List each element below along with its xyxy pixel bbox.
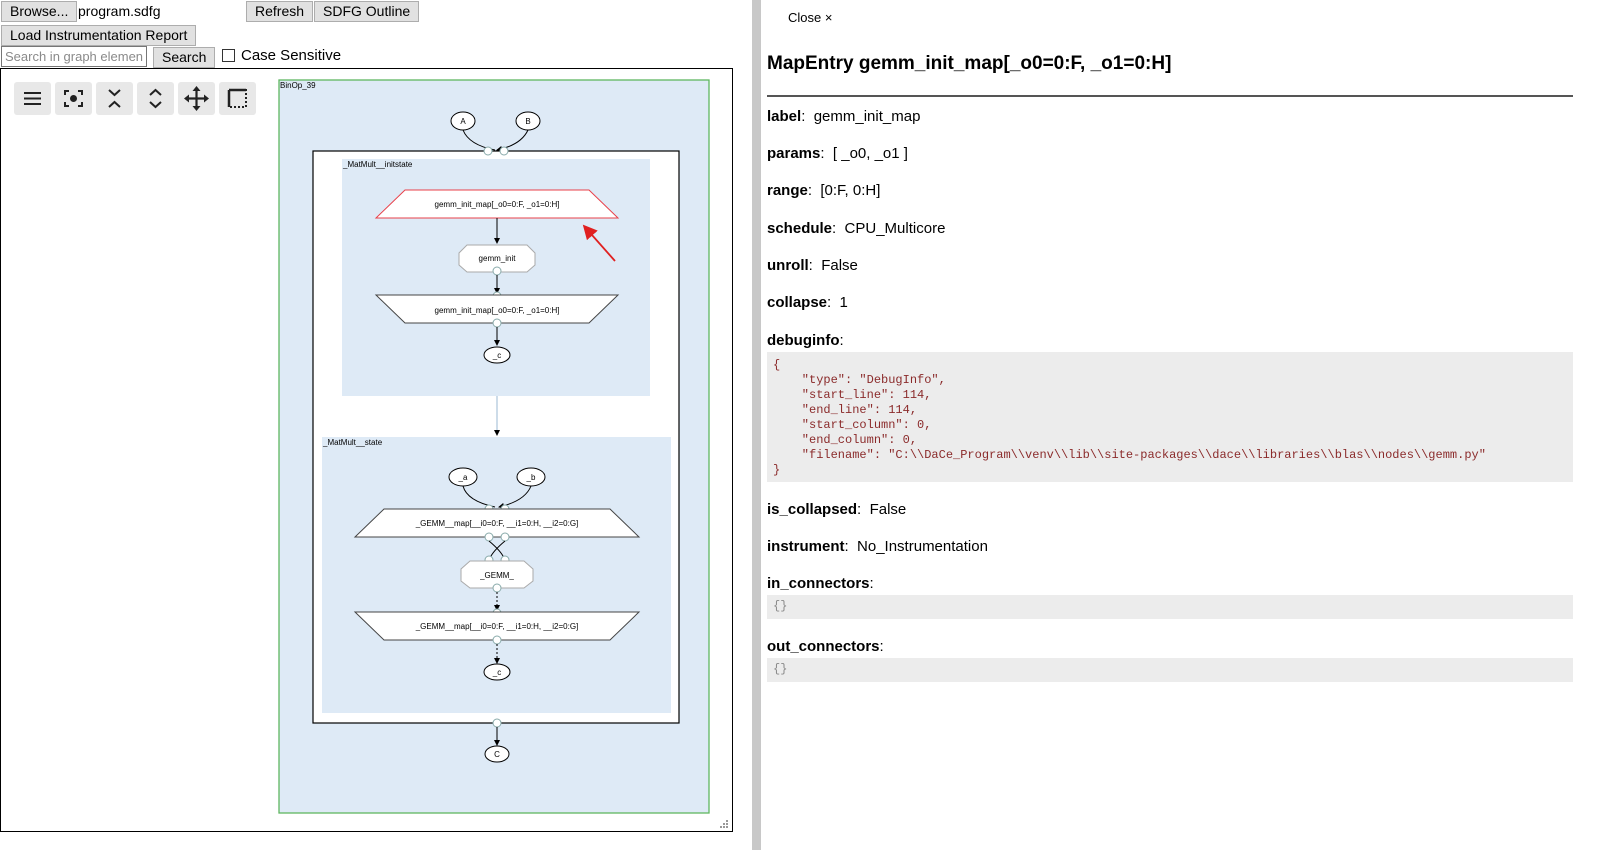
- sdfg-outline-button[interactable]: SDFG Outline: [314, 1, 420, 22]
- panel-divider[interactable]: [752, 0, 761, 850]
- init-access-c-node[interactable]: [483, 346, 511, 364]
- collapse-all-icon[interactable]: [96, 82, 133, 115]
- file-name: program.sdfg: [78, 3, 161, 19]
- access-node-c-label: C: [494, 750, 500, 759]
- init-access-c-label: _c: [492, 351, 501, 360]
- init-map-exit-node[interactable]: [374, 294, 620, 324]
- access-node-b-label: B: [525, 117, 530, 126]
- main-state-label: _MatMult__state: [322, 438, 383, 447]
- gemm-map-exit-label: _GEMM__map[__i0=0:F, __i1=0:H, __i2=0:G]: [415, 622, 579, 631]
- load-instrumentation-button[interactable]: Load Instrumentation Report: [1, 25, 197, 46]
- case-sensitive-label: Case Sensitive: [241, 47, 342, 64]
- select-box-icon[interactable]: [219, 82, 256, 115]
- browse-button[interactable]: Browse...: [1, 1, 78, 22]
- access-node-c[interactable]: [484, 745, 510, 763]
- init-state-label: _MatMult__initstate: [342, 160, 413, 169]
- refresh-button[interactable]: Refresh: [246, 1, 314, 22]
- outer-state-label: BinOp_39: [280, 81, 316, 90]
- prop-label: label: gemm_init_map: [767, 108, 921, 125]
- search-input[interactable]: [1, 46, 147, 67]
- title-divider: [767, 95, 1573, 97]
- prop-debuginfo: debuginfo:: [767, 332, 844, 349]
- search-button[interactable]: Search: [153, 47, 216, 68]
- main-access-c-node[interactable]: [483, 663, 511, 681]
- out-connectors-code[interactable]: {}: [767, 658, 1573, 682]
- move-mode-icon[interactable]: [178, 82, 215, 115]
- annotation-arrow: [582, 224, 616, 262]
- prop-out-connectors: out_connectors:: [767, 638, 884, 655]
- prop-params: params: [ _o0, _o1 ]: [767, 145, 908, 162]
- prop-in-connectors: in_connectors:: [767, 575, 874, 592]
- prop-unroll: unroll: False: [767, 257, 858, 274]
- prop-collapse: collapse: 1: [767, 294, 848, 311]
- close-button[interactable]: Close ×: [788, 10, 833, 25]
- graph-canvas[interactable]: BinOp_39 A B _MatMult__initstate gemm_in…: [0, 68, 733, 832]
- menu-icon[interactable]: [14, 82, 51, 115]
- init-map-entry-node[interactable]: [374, 189, 620, 219]
- gemm-map-exit-node[interactable]: [353, 611, 641, 641]
- panel-title: MapEntry gemm_init_map[_o0=0:F, _o1=0:H]: [767, 53, 1172, 74]
- gemm-map-entry-node[interactable]: [353, 508, 641, 538]
- prop-is-collapsed: is_collapsed: False: [767, 501, 907, 518]
- prop-instrument: instrument: No_Instrumentation: [767, 538, 988, 555]
- init-tasklet-node[interactable]: [458, 244, 536, 273]
- sdfg-graph: BinOp_39 A B _MatMult__initstate gemm_in…: [278, 79, 710, 814]
- access-node-a-label: A: [460, 117, 466, 126]
- gemm-tasklet-node[interactable]: [460, 560, 534, 589]
- expand-all-icon[interactable]: [137, 82, 174, 115]
- main-access-c-label: _c: [492, 668, 501, 677]
- init-map-entry-label: gemm_init_map[_o0=0:F, _o1=0:H]: [435, 200, 560, 209]
- access-node-a-inner-label: _a: [458, 473, 468, 482]
- gemm-map-entry-label: _GEMM__map[__i0=0:F, __i1=0:H, __i2=0:G]: [415, 519, 579, 528]
- access-node-b-inner-label: _b: [526, 473, 536, 482]
- prop-range: range: [0:F, 0:H]: [767, 182, 881, 199]
- zoom-to-fit-icon[interactable]: [55, 82, 92, 115]
- gemm-tasklet-label: _GEMM_: [479, 571, 514, 580]
- init-map-exit-label: gemm_init_map[_o0=0:F, _o1=0:H]: [435, 306, 560, 315]
- prop-schedule: schedule: CPU_Multicore: [767, 220, 946, 237]
- case-sensitive-checkbox[interactable]: [222, 49, 235, 62]
- resize-grip-icon[interactable]: [719, 819, 729, 829]
- in-connectors-code[interactable]: {}: [767, 595, 1573, 619]
- init-tasklet-label: gemm_init: [479, 254, 517, 263]
- debuginfo-code[interactable]: { "type": "DebugInfo", "start_line": 114…: [767, 352, 1573, 482]
